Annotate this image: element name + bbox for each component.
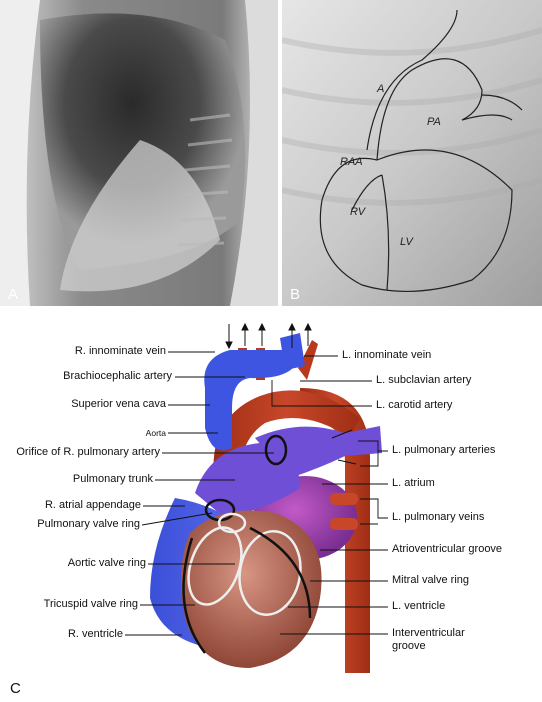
superior-vena-cava [204,350,300,451]
label-l-pulmonary-arteries: L. pulmonary arteries [392,444,496,456]
sketch-label-raa: RAA [340,156,363,168]
annotated-radiograph: A PA RAA RV LV [282,0,542,306]
label-r-innominate-vein: R. innominate vein [74,345,166,357]
label-aorta: Aorta [145,428,166,438]
label-l-innominate-vein: L. innominate vein [342,349,432,361]
panel-b-xray-sketch: A PA RAA RV LV B [282,0,542,306]
panel-c-heart-diagram: R. innominate vein Brachiocephalic arter… [0,318,542,702]
sketch-label-lv: LV [400,236,415,248]
label-l-pulmonary-veins: L. pulmonary veins [392,511,485,523]
heart-illustration [125,322,388,673]
label-brachiocephalic-artery: Brachiocephalic artery [63,370,172,382]
sketch-label-pa: PA [427,116,441,128]
panel-c-letter: C [10,680,21,697]
panel-a-letter: A [8,286,19,303]
label-l-ventricle: L. ventricle [392,600,446,612]
label-aortic-valve-ring: Aortic valve ring [67,557,146,569]
label-r-ventricle: R. ventricle [67,628,123,640]
panel-b-letter: B [290,286,301,303]
heart-sketch [319,9,523,293]
label-atrioventricular-groove: Atrioventricular groove [392,543,503,555]
label-r-atrial-appendage: R. atrial appendage [44,499,141,511]
label-l-carotid-artery: L. carotid artery [376,399,453,411]
descending-aorta [300,388,370,673]
sketch-label-a: A [376,83,384,95]
aortic-arch [213,390,360,493]
panel-a-xray: A [0,0,278,306]
label-pulmonary-trunk: Pulmonary trunk [72,473,153,485]
lateral-chest-radiograph [0,0,278,306]
label-l-subclavian-artery: L. subclavian artery [376,374,472,386]
label-l-atrium: L. atrium [392,477,435,489]
label-superior-vena-cava: Superior vena cava [71,398,166,410]
label-orifice-r-pulmonary-artery: Orifice of R. pulmonary artery [16,446,160,458]
left-ventricle [181,510,322,668]
label-groove: groove [392,640,426,652]
sketch-label-rv: RV [350,206,367,218]
label-pulmonary-valve-ring: Pulmonary valve ring [37,518,140,530]
label-mitral-valve-ring: Mitral valve ring [392,574,470,586]
label-interventricular: Interventricular [392,627,465,639]
label-tricuspid-valve-ring: Tricuspid valve ring [43,598,138,610]
